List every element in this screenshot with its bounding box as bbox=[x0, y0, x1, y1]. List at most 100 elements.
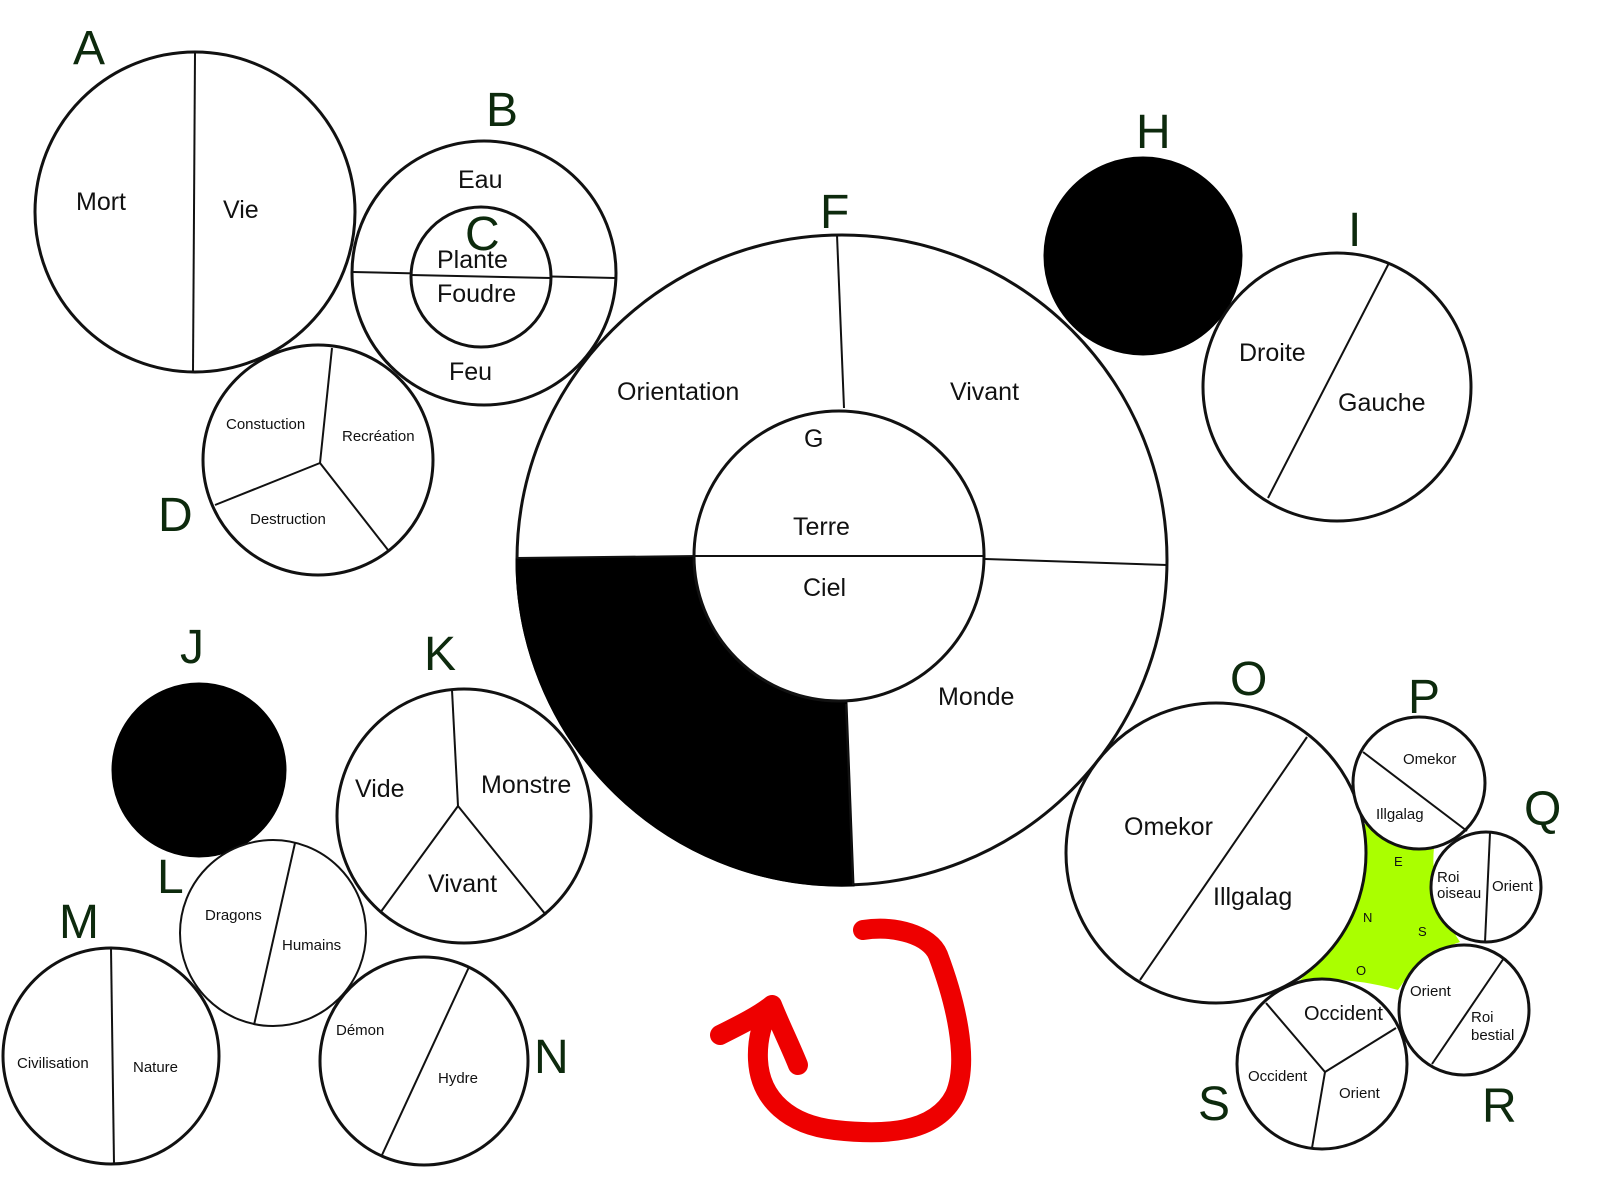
circle-f-divider-right bbox=[984, 558, 1168, 566]
compass-letter-o: O bbox=[1356, 963, 1366, 978]
circle-d-label-left: Constuction bbox=[226, 416, 305, 433]
circle-l-label-right: Humains bbox=[282, 937, 341, 954]
circle-s-divider-bottom bbox=[1311, 1071, 1326, 1149]
circle-m-divider bbox=[110, 947, 115, 1165]
circle-c-divider bbox=[410, 274, 552, 279]
circle-f-label-orientation: Orientation bbox=[617, 378, 739, 406]
red-arrow bbox=[710, 918, 972, 1143]
circle-l-divider bbox=[253, 842, 296, 1026]
compass-letter-n: N bbox=[1363, 910, 1372, 925]
circle-g-label-bottom: Ciel bbox=[803, 574, 846, 602]
circle-i-divider bbox=[1267, 262, 1390, 499]
circle-a: Mort Vie bbox=[33, 50, 357, 374]
circle-s-label-left: Occident bbox=[1248, 1068, 1308, 1085]
circle-r-divider bbox=[1431, 957, 1505, 1065]
circle-m: Civilisation Nature bbox=[1, 946, 221, 1166]
circle-q-label-right: Orient bbox=[1492, 878, 1534, 895]
circle-n-outline bbox=[318, 955, 530, 1167]
circle-s: Occident Occident Orient bbox=[1235, 977, 1409, 1151]
circle-a-label-right: Vie bbox=[223, 196, 259, 224]
circle-g-label-top: Terre bbox=[793, 513, 850, 541]
circle-k-label-left: Vide bbox=[355, 775, 405, 803]
letter-g: G bbox=[804, 425, 823, 453]
letter-b: B bbox=[486, 84, 518, 137]
circle-k-label-right: Monstre bbox=[481, 771, 571, 799]
compass-letter-e: E bbox=[1394, 854, 1403, 869]
letter-m: M bbox=[59, 896, 99, 949]
circle-i-label-left: Droite bbox=[1239, 339, 1306, 367]
circle-k-divider-top bbox=[451, 689, 459, 807]
circle-f-divider-top bbox=[836, 234, 845, 409]
letter-o: O bbox=[1230, 653, 1267, 706]
letter-j: J bbox=[180, 621, 204, 674]
letter-f: F bbox=[820, 186, 849, 239]
compass-letter-s: S bbox=[1418, 924, 1427, 939]
circle-s-label-top: Occident bbox=[1304, 1003, 1383, 1025]
circle-o-divider bbox=[1139, 736, 1308, 981]
circle-f-divider-bottom bbox=[845, 703, 854, 886]
letter-c: C bbox=[465, 208, 500, 261]
circle-m-label-right: Nature bbox=[133, 1059, 178, 1076]
circle-f-divider-left bbox=[516, 555, 698, 559]
letter-h: H bbox=[1136, 106, 1171, 159]
circle-f-label-vivant: Vivant bbox=[950, 378, 1019, 406]
letter-k: K bbox=[424, 628, 456, 681]
circle-d: Constuction Recréation Destruction bbox=[201, 343, 435, 577]
circle-c: C Plante Foudre bbox=[409, 205, 553, 349]
letter-d: D bbox=[158, 489, 193, 542]
circle-a-label-left: Mort bbox=[76, 188, 126, 216]
circle-a-divider bbox=[192, 52, 196, 372]
circle-p: Omekor Illgalag bbox=[1351, 715, 1487, 851]
letter-p: P bbox=[1408, 671, 1440, 724]
circle-n-label-left: Démon bbox=[336, 1022, 384, 1039]
circle-p-divider bbox=[1362, 751, 1468, 832]
circle-d-label-bottom: Destruction bbox=[250, 511, 326, 528]
circle-p-outline bbox=[1351, 715, 1487, 851]
circle-p-label-bottom: Illgalag bbox=[1376, 806, 1424, 823]
circle-c-label-bottom: Foudre bbox=[437, 280, 516, 308]
letter-n: N bbox=[534, 1031, 569, 1084]
circle-o-label-right: Illgalag bbox=[1213, 883, 1292, 911]
circle-j bbox=[111, 682, 287, 858]
letter-l: L bbox=[157, 851, 184, 904]
circle-g: G Terre Ciel bbox=[692, 409, 986, 703]
circle-n: Démon Hydre bbox=[318, 955, 530, 1167]
circle-b-label-top: Eau bbox=[458, 166, 502, 194]
circle-s-label-right: Orient bbox=[1339, 1085, 1381, 1102]
circle-q-divider bbox=[1484, 832, 1491, 943]
circle-n-divider bbox=[381, 966, 470, 1156]
circle-i-outline bbox=[1201, 251, 1473, 523]
circle-k-divider-right bbox=[457, 805, 547, 916]
compass-fill bbox=[1298, 822, 1460, 990]
circle-c-label-top: Plante bbox=[437, 246, 508, 274]
circle-k-label-bottom: Vivant bbox=[428, 870, 497, 898]
circle-h bbox=[1043, 156, 1243, 356]
circle-r-outline bbox=[1397, 943, 1531, 1077]
circle-d-outline bbox=[201, 343, 435, 577]
circle-i: Droite Gauche bbox=[1201, 251, 1473, 523]
circle-o-outline bbox=[1064, 701, 1368, 1005]
circle-s-outline bbox=[1235, 977, 1409, 1151]
letter-q: Q bbox=[1524, 783, 1561, 836]
circle-p-label-top: Omekor bbox=[1403, 751, 1456, 768]
circle-d-label-right: Recréation bbox=[342, 428, 415, 445]
letter-i: I bbox=[1348, 204, 1361, 257]
circle-s-divider-right bbox=[1324, 1027, 1397, 1073]
circle-s-divider-left bbox=[1265, 1002, 1326, 1073]
circle-o-label-left: Omekor bbox=[1124, 813, 1213, 841]
letter-a: A bbox=[73, 22, 105, 75]
circle-m-label-left: Civilisation bbox=[17, 1055, 89, 1072]
circle-b-label-bottom: Feu bbox=[449, 358, 492, 386]
circle-l: Dragons Humains bbox=[179, 839, 367, 1027]
circle-k-divider-left bbox=[379, 805, 459, 914]
letter-s: S bbox=[1198, 1078, 1230, 1131]
circle-l-label-left: Dragons bbox=[205, 907, 262, 924]
circle-i-label-right: Gauche bbox=[1338, 389, 1426, 417]
circle-f-label-monde: Monde bbox=[938, 683, 1014, 711]
circle-l-outline bbox=[179, 839, 367, 1027]
